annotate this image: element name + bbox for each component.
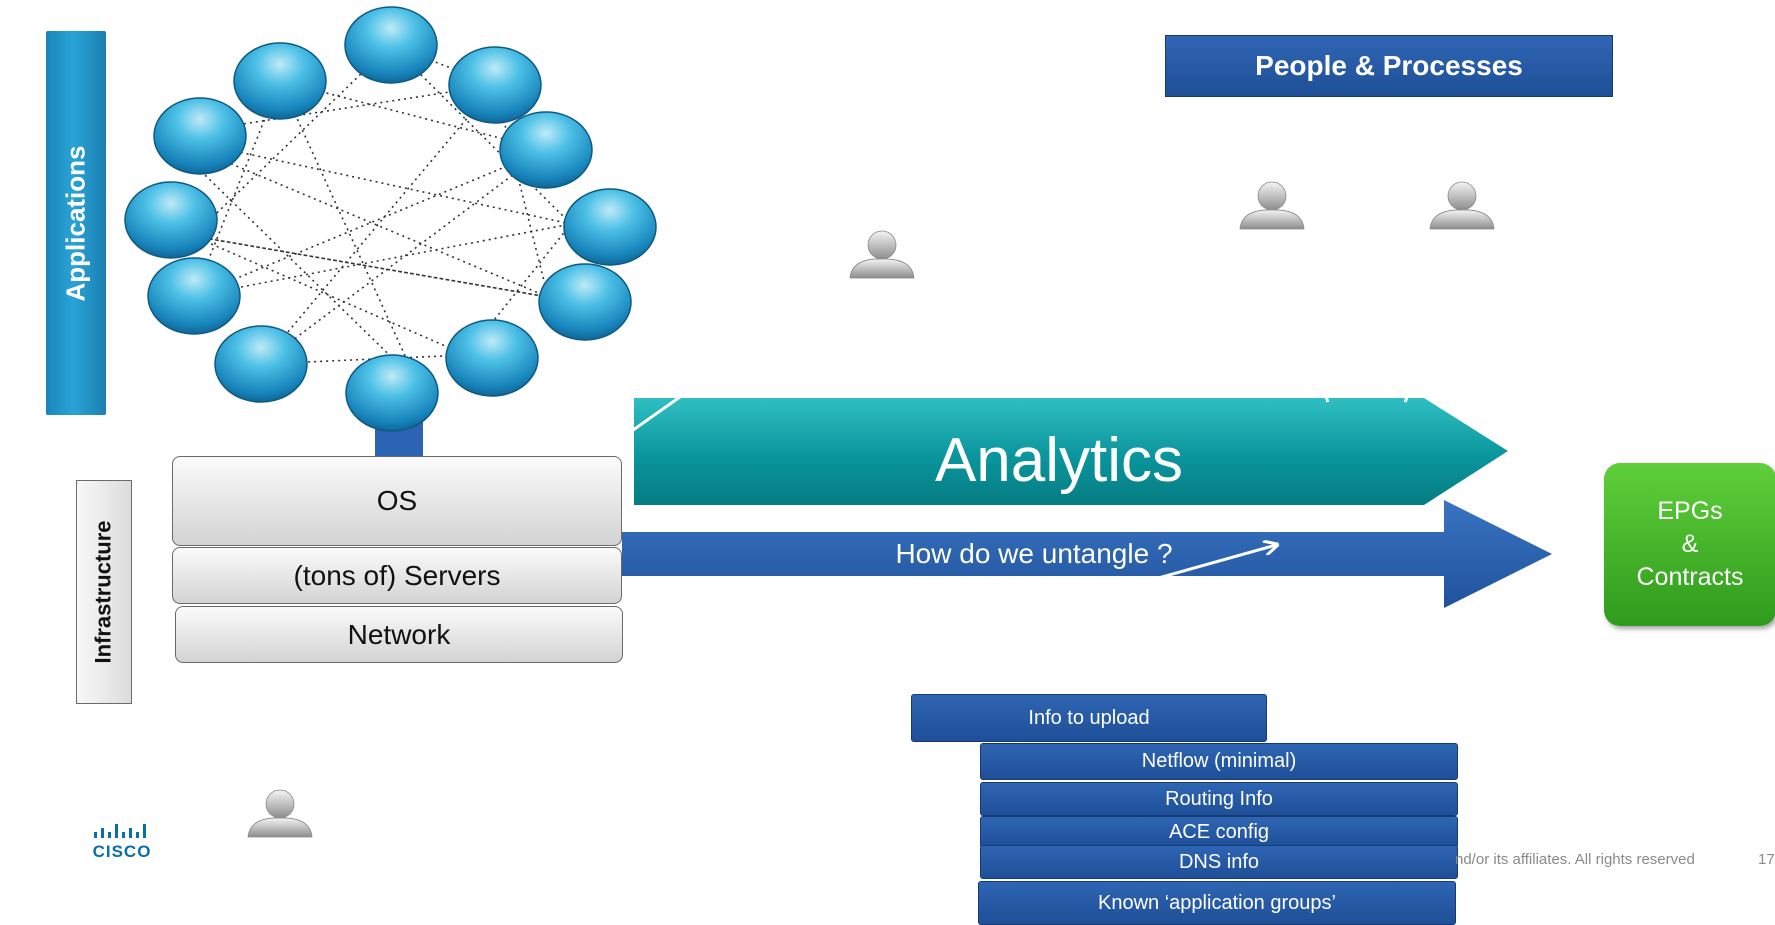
infrastructure-label-text: Infrastructure (91, 520, 117, 664)
app-node-icon (124, 181, 218, 259)
copyright-text: nd/or its affiliates. All rights reserve… (1455, 851, 1695, 868)
infrastructure-label: Infrastructure (76, 480, 132, 704)
app-node-icon (147, 257, 241, 335)
flow-arrows (317, 265, 1467, 816)
app-node-icon (538, 263, 632, 341)
dashed-path-upper (12, 370, 250, 806)
app-node-icon (448, 46, 542, 124)
app-node-icon (445, 319, 539, 397)
cisco-logo-text: CISCO (92, 842, 152, 861)
app-node-icon (345, 354, 439, 432)
app-node-icon (233, 42, 327, 120)
app-node-icon (499, 111, 593, 189)
epg-contracts-box: EPGs & Contracts (1604, 463, 1775, 626)
info-item-netflow: Netflow (minimal) (980, 743, 1458, 780)
untangle-question: How do we untangle ? (895, 538, 1173, 569)
info-bracket (960, 743, 975, 882)
epg-line-3: Contracts (1636, 563, 1744, 591)
os-layer: OS (172, 456, 622, 546)
epg-line-1: EPGs (1657, 497, 1723, 525)
app-node-icon (153, 97, 247, 175)
info-item-app-groups: Known ‘application groups’ (978, 881, 1456, 925)
app-node-icon (563, 188, 657, 266)
info-item-dns: DNS info (980, 845, 1458, 879)
info-item-ace-config: ACE config (980, 816, 1458, 848)
untangle-arrow (622, 500, 1552, 608)
info-upload-header: Info to upload (911, 694, 1267, 742)
info-item-routing: Routing Info (980, 782, 1458, 816)
app-node-icon (344, 6, 438, 84)
person-icon (1239, 181, 1305, 230)
epg-line-2: & (1681, 530, 1699, 558)
page-number: 17 (1758, 851, 1775, 868)
dashed-path-lower (299, 822, 960, 880)
cisco-bars-icon (94, 824, 146, 838)
person-icon (849, 230, 915, 279)
people-processes-header: People & Processes (1165, 35, 1613, 97)
analytics-title: Analytics (934, 425, 1184, 495)
analytics-banner (634, 398, 1508, 505)
applications-label-text: Applications (60, 144, 91, 302)
applications-label: Applications (46, 31, 106, 415)
servers-layer: (tons of) Servers (172, 547, 622, 604)
app-node-icon (214, 325, 308, 403)
person-icon (1429, 181, 1495, 230)
person-icon (247, 789, 313, 838)
application-nodes (124, 6, 657, 432)
network-layer: Network (175, 606, 623, 663)
cisco-logo-icon: CISCO (92, 820, 152, 861)
